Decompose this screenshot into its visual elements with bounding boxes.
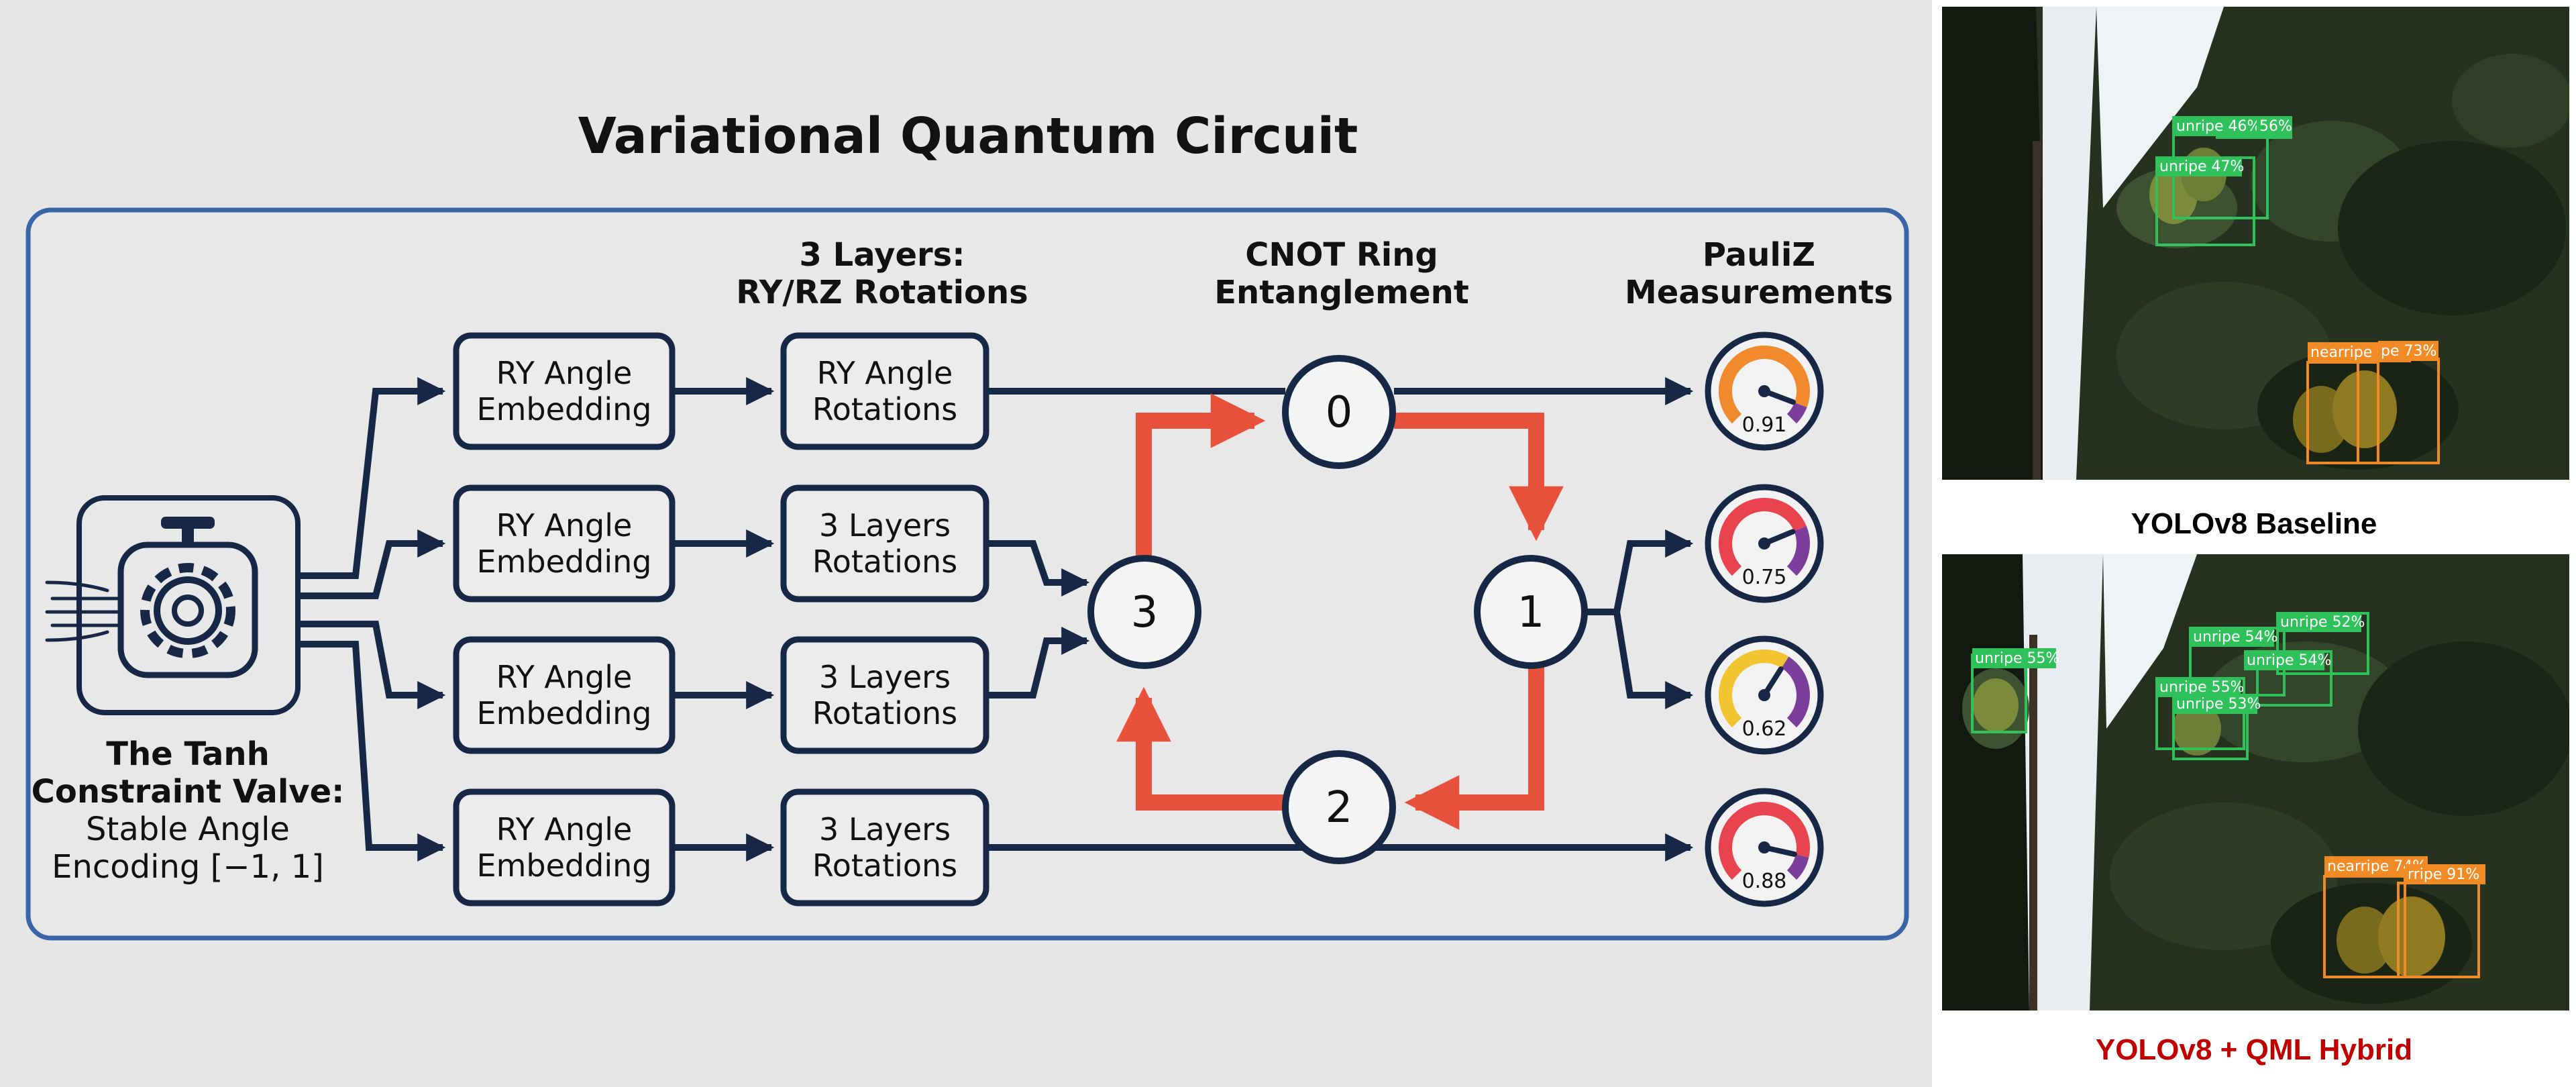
embedding-line2: Embedding bbox=[477, 847, 652, 884]
rotation-box: 3 Layers Rotations bbox=[780, 484, 989, 603]
gauge-arc bbox=[1719, 498, 1807, 576]
gauges: 0.91 0.75 0.62 0.88 bbox=[1705, 331, 1824, 907]
embedding-line2: Embedding bbox=[477, 695, 652, 731]
detection-label: unripe 55% bbox=[2159, 679, 2244, 696]
rotations-header-line2: RY/RZ Rotations bbox=[736, 274, 1028, 311]
gauge: 0.75 bbox=[1705, 484, 1824, 603]
rotation-line2: Rotations bbox=[812, 695, 957, 731]
gauge-endcap bbox=[1781, 656, 1810, 728]
cnot-ring bbox=[1116, 393, 1564, 830]
valve-caption: The Tanh Constraint Valve: Stable Angle … bbox=[32, 735, 345, 886]
embedding-line1: RY Angle bbox=[496, 355, 633, 391]
cnot-header: CNOT Ring Entanglement bbox=[1214, 236, 1469, 311]
gauge-value: 0.88 bbox=[1742, 870, 1787, 893]
cnot-header-line2: Entanglement bbox=[1214, 274, 1469, 311]
gauge-arc bbox=[1719, 346, 1810, 424]
qubit-node: 3 bbox=[1087, 555, 1201, 669]
valve-desc-1: Stable Angle bbox=[86, 811, 290, 848]
gauge: 0.88 bbox=[1705, 788, 1824, 907]
embedding-line1: RY Angle bbox=[496, 659, 633, 695]
valve-wires bbox=[295, 377, 446, 862]
gauge: 0.91 bbox=[1705, 331, 1824, 451]
rotations-header: 3 Layers: RY/RZ Rotations bbox=[736, 236, 1028, 311]
detection-label: unripe 53% bbox=[2176, 696, 2261, 713]
gauge: 0.62 bbox=[1705, 635, 1824, 755]
rotation-line2: Rotations bbox=[812, 391, 957, 427]
gauge-value: 0.91 bbox=[1742, 413, 1787, 437]
gauge-endcap bbox=[1786, 525, 1810, 576]
rotation-line1: 3 Layers bbox=[819, 507, 951, 544]
detection-label: pe 73% bbox=[2381, 343, 2436, 360]
rotations-header-line1: 3 Layers: bbox=[800, 236, 965, 274]
embedding-box: RY Angle Embedding bbox=[453, 332, 676, 450]
valve-title-2: Constraint Valve: bbox=[32, 773, 345, 811]
rotation-line1: 3 Layers bbox=[819, 811, 951, 847]
qubit-label: 0 bbox=[1326, 388, 1353, 437]
hybrid-photo: unripe 55% unripe 54% unripe 52% unripe … bbox=[1942, 554, 2569, 1011]
qubit-label: 3 bbox=[1131, 588, 1159, 637]
embedding-line2: Embedding bbox=[477, 544, 652, 580]
baseline-caption: YOLOv8 Baseline bbox=[2131, 507, 2377, 540]
detection-label: 56% bbox=[2259, 118, 2292, 135]
measure-header-line1: PauliZ bbox=[1703, 236, 1815, 274]
qubit-label: 1 bbox=[1517, 588, 1545, 637]
rotation-line1: 3 Layers bbox=[819, 659, 951, 695]
baseline-photo: unripe 46% 56% unripe 47% nearripe 63% p… bbox=[1942, 7, 2569, 480]
rotation-line2: Rotations bbox=[812, 544, 957, 580]
measure-header: PauliZ Measurements bbox=[1625, 236, 1893, 311]
hybrid-caption: YOLOv8 + QML Hybrid bbox=[2095, 1033, 2413, 1066]
embedding-line2: Embedding bbox=[477, 391, 652, 427]
rotation-box: RY Angle Rotations bbox=[780, 332, 989, 450]
detection-label: unripe 52% bbox=[2280, 614, 2365, 631]
embedding-line1: RY Angle bbox=[496, 811, 633, 847]
embedding-box: RY Angle Embedding bbox=[453, 636, 676, 754]
qubit-node: 1 bbox=[1474, 555, 1588, 669]
rotation-line2: Rotations bbox=[812, 847, 957, 884]
gauge-arc bbox=[1719, 650, 1789, 728]
embedding-box: RY Angle Embedding bbox=[453, 484, 676, 603]
embedding-column: RY Angle Embedding RY Angle Embedding RY… bbox=[453, 332, 676, 907]
hybrid-scene: unripe 55% unripe 54% unripe 52% unripe … bbox=[1942, 554, 2569, 1011]
rotation-column: RY Angle Rotations 3 Layers Rotations 3 … bbox=[780, 332, 989, 907]
detection-label: unripe 54% bbox=[2193, 629, 2277, 645]
rotation-line1: RY Angle bbox=[817, 355, 953, 391]
detection-label: unripe 46% bbox=[2176, 118, 2261, 135]
qubit-label: 2 bbox=[1326, 783, 1353, 833]
valve-title-1: The Tanh bbox=[106, 735, 269, 773]
gauge-value: 0.75 bbox=[1742, 566, 1787, 589]
valve-gear-icon bbox=[45, 495, 301, 715]
rotation-box: 3 Layers Rotations bbox=[780, 788, 989, 907]
embedding-box: RY Angle Embedding bbox=[453, 788, 676, 907]
cnot-header-line1: CNOT Ring bbox=[1245, 236, 1438, 274]
qubit-node: 2 bbox=[1282, 750, 1396, 864]
qubit-node: 0 bbox=[1282, 355, 1396, 469]
gauge-endcap bbox=[1786, 402, 1807, 424]
gauge-arc bbox=[1719, 802, 1810, 880]
detection-label: unripe 55% bbox=[1975, 650, 2059, 667]
measure-header-line2: Measurements bbox=[1625, 274, 1893, 311]
valve-desc-2: Encoding [−1, 1] bbox=[52, 848, 324, 886]
qubit-nodes: 0 1 2 3 bbox=[1087, 355, 1588, 864]
detection-label: unripe 47% bbox=[2159, 158, 2244, 175]
gauge-value: 0.62 bbox=[1742, 717, 1787, 741]
baseline-scene: unripe 46% 56% unripe 47% nearripe 63% p… bbox=[1942, 7, 2569, 480]
rotation-box: 3 Layers Rotations bbox=[780, 636, 989, 754]
embedding-arrows bbox=[675, 377, 775, 862]
detection-label: rripe 91% bbox=[2408, 866, 2479, 883]
diagram-title: Variational Quantum Circuit bbox=[578, 107, 1358, 165]
detection-label: unripe 54% bbox=[2247, 652, 2331, 669]
embedding-line1: RY Angle bbox=[496, 507, 633, 544]
gauge-endcap bbox=[1786, 854, 1809, 880]
